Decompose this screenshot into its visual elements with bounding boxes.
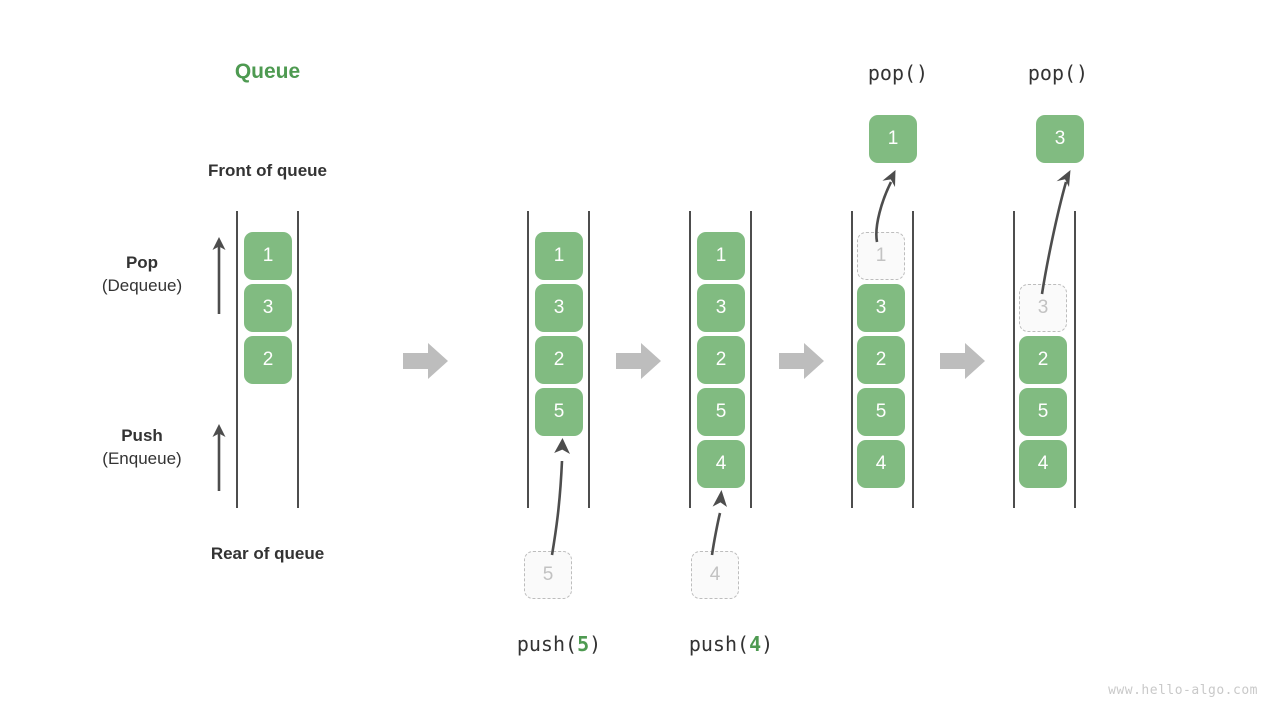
pop-direction-arrow [212, 237, 226, 314]
queue-rail-right [1074, 211, 1076, 508]
queue-cell: 5 [535, 388, 583, 436]
pop-dequeue-arrow [875, 170, 896, 243]
connector-arrow-right [940, 343, 985, 379]
incoming-element-ghost: 4 [691, 551, 739, 599]
front-of-queue-label: Front of queue [208, 161, 327, 180]
push-operation-label: Push (Enqueue) [42, 425, 242, 471]
popped-element: 1 [869, 115, 917, 163]
queue-rail-left [1013, 211, 1015, 508]
push-caption-2-value: 4 [749, 632, 762, 656]
rear-of-queue-label: Rear of queue [210, 544, 325, 563]
connector-arrow-right [403, 343, 448, 379]
pop-call-title-2: pop() [1027, 61, 1089, 85]
queue-rail-right [588, 211, 590, 508]
queue-cell: 4 [857, 440, 905, 488]
queue-cell: 5 [697, 388, 745, 436]
push-caption-1-value: 5 [577, 632, 590, 656]
queue-rail-left [851, 211, 853, 508]
queue-cell: 2 [244, 336, 292, 384]
queue-cell: 5 [1019, 388, 1067, 436]
queue-rail-right [750, 211, 752, 508]
queue-cell: 2 [697, 336, 745, 384]
push-enqueue-arrow [550, 438, 570, 556]
connector-arrow-right [616, 343, 661, 379]
push-call-caption-2: push(4) [641, 632, 821, 656]
pop-label-main: Pop [125, 253, 159, 272]
pop-operation-label: Pop (Dequeue) [42, 252, 242, 298]
push-direction-arrow [212, 424, 226, 491]
queue-cell: 3 [697, 284, 745, 332]
queue-cell: 4 [697, 440, 745, 488]
queue-rail-right [912, 211, 914, 508]
push-label-main: Push [121, 426, 163, 445]
queue-rail-left [527, 211, 529, 508]
incoming-element-ghost: 5 [524, 551, 572, 599]
push-call-caption-1: push(5) [469, 632, 649, 656]
page-title: Queue [234, 60, 301, 83]
queue-rail-right [297, 211, 299, 508]
queue-cell: 3 [535, 284, 583, 332]
queue-cell: 5 [857, 388, 905, 436]
queue-cell: 2 [535, 336, 583, 384]
queue-rail-left [689, 211, 691, 508]
pop-dequeue-arrow [1040, 170, 1071, 295]
queue-cell: 1 [535, 232, 583, 280]
push-caption-1-suffix: ) [589, 632, 602, 656]
queue-cell: 4 [1019, 440, 1067, 488]
queue-cell: 1 [697, 232, 745, 280]
push-caption-2-suffix: ) [761, 632, 774, 656]
connector-arrow-right [779, 343, 824, 379]
queue-cell: 2 [857, 336, 905, 384]
pop-call-title-1: pop() [867, 61, 929, 85]
watermark: www.hello-algo.com [1108, 683, 1258, 698]
queue-cell: 2 [1019, 336, 1067, 384]
queue-cell: 1 [244, 232, 292, 280]
push-caption-1-prefix: push( [516, 632, 578, 656]
queue-cell: 3 [857, 284, 905, 332]
queue-rail-left [236, 211, 238, 508]
popped-element-ghost: 1 [857, 232, 905, 280]
popped-element: 3 [1036, 115, 1084, 163]
queue-cell: 3 [244, 284, 292, 332]
push-enqueue-arrow [710, 490, 727, 556]
pop-label-sub: (Dequeue) [101, 276, 183, 295]
push-label-sub: (Enqueue) [102, 449, 182, 468]
push-caption-2-prefix: push( [688, 632, 750, 656]
